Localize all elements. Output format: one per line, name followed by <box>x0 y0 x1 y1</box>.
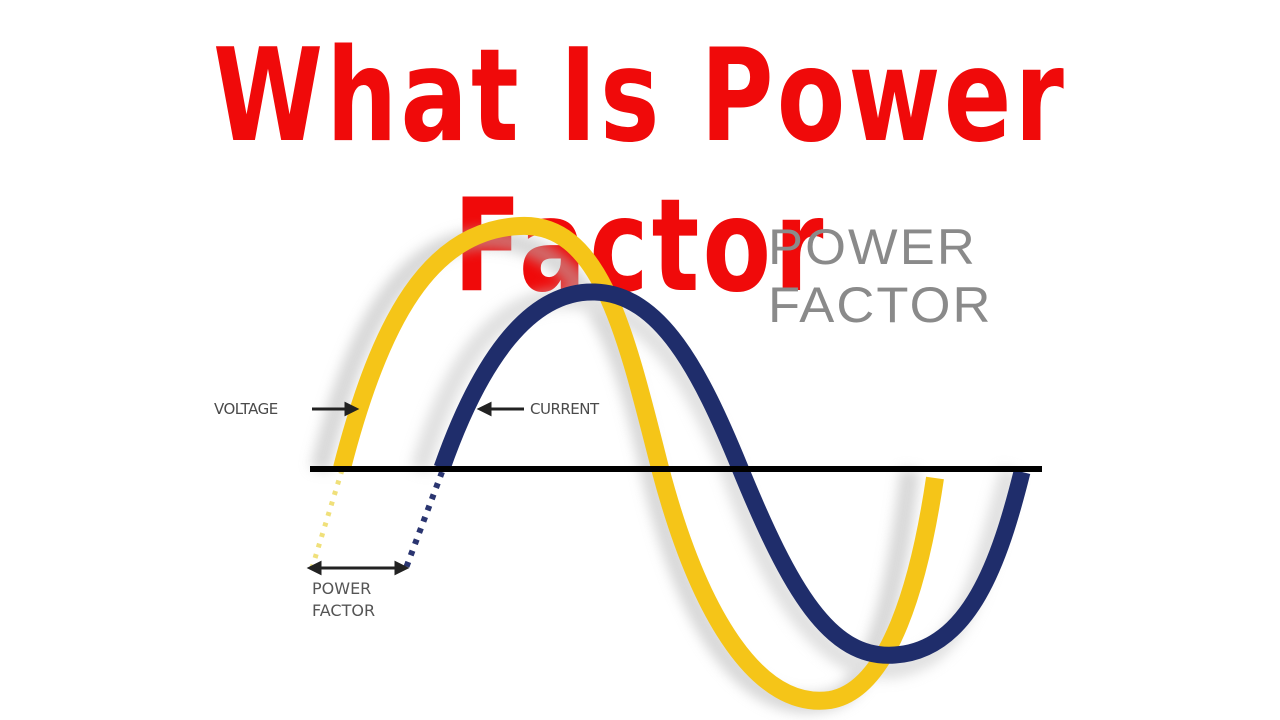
diagram-heading: POWER FACTOR <box>768 219 993 333</box>
page-title: What Is Power Factor <box>213 22 1067 321</box>
current-wave-dotted <box>403 470 445 570</box>
voltage-wave-dotted <box>309 469 345 569</box>
current-label: CURRENT <box>530 400 599 418</box>
power-factor-label: POWER FACTOR <box>312 579 376 620</box>
arrow-icon <box>306 401 524 576</box>
voltage-label: VOLTAGE <box>214 400 278 418</box>
